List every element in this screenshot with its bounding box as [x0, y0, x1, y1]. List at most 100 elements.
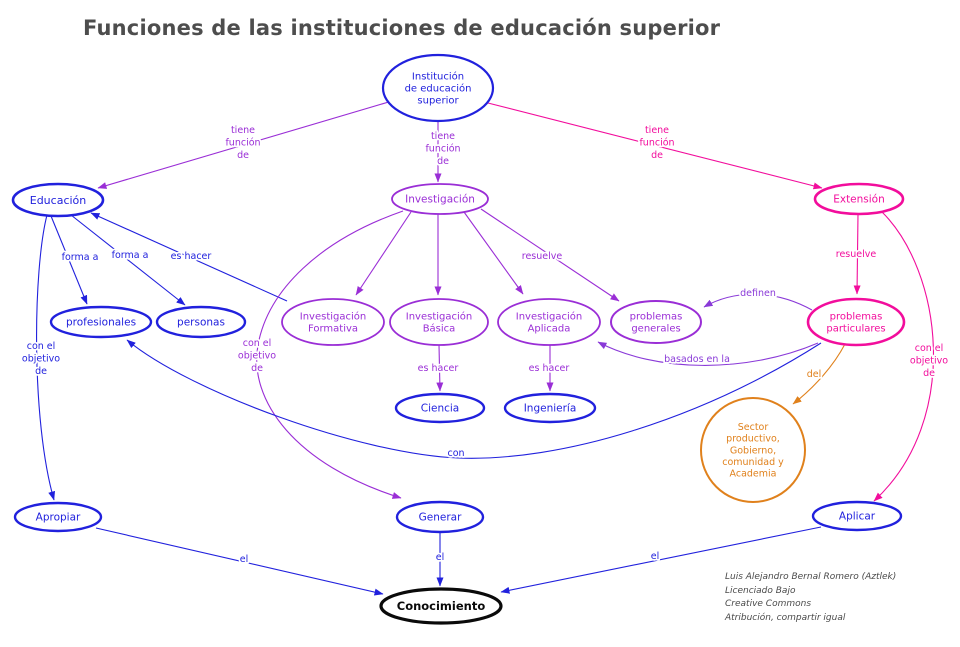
node-label-extension: Extensión	[833, 194, 885, 206]
edge-educacion-profesionales	[50, 215, 88, 305]
node-shape-apropiar	[13, 501, 103, 533]
node-label-aplicar: Aplicar	[839, 511, 876, 523]
edge-label-prob-particulares-sector: del	[807, 369, 822, 380]
node-label-generar: Generar	[419, 512, 462, 524]
node-shape-inv-basica	[389, 298, 489, 346]
node-shape-conocimiento	[379, 587, 503, 625]
node-shape-sector	[700, 397, 806, 503]
edge-prob-particulares-inv-aplicada	[597, 341, 819, 366]
edge-inv-formativa-educacion	[90, 212, 288, 302]
node-label-apropiar: Apropiar	[36, 512, 81, 524]
node-label-conocimiento: Conocimiento	[397, 599, 486, 613]
edge-aplicar-conocimiento	[500, 526, 822, 594]
node-personas: personas	[155, 305, 247, 339]
node-extension: Extensión	[813, 182, 905, 216]
node-ciencia: Ciencia	[394, 392, 486, 424]
edge-label-investigacion-prob-generales: resuelve	[522, 251, 563, 262]
credits-line: Atribución, compartir igual	[725, 612, 846, 623]
edge-prob-particulares-sector	[792, 343, 846, 405]
node-label-ciencia: Ciencia	[421, 403, 460, 415]
edge-investigacion-generar	[256, 210, 404, 499]
edge-label-inv-aplicada-ingenieria: es hacer	[529, 363, 570, 374]
node-investigacion: Investigación	[391, 183, 489, 215]
edge-prob-particulares-prob-generales	[703, 293, 813, 311]
edge-educacion-apropiar	[36, 214, 56, 501]
edge-label-inv-formativa-educacion: es hacer	[171, 251, 212, 262]
edge-extension-aplicar	[873, 210, 935, 502]
edge-label-inv-basica-ciencia: es hacer	[418, 363, 459, 374]
credits-line: Licenciado Bajo	[725, 585, 796, 596]
edge-label-aplicar-conocimiento: el	[651, 551, 659, 562]
node-shape-inv-aplicada	[497, 298, 601, 346]
edge-investigacion-inv-formativa	[355, 211, 412, 296]
edge-label-prob-particulares-inv-aplicada: basados en la	[664, 354, 730, 365]
node-educacion: Educación	[11, 182, 105, 218]
node-shape-personas	[155, 305, 247, 339]
node-conocimiento: Conocimiento	[379, 587, 503, 625]
node-apropiar: Apropiar	[13, 501, 103, 533]
node-shape-prob-generales	[610, 300, 702, 344]
edge-extension-prob-particulares	[853, 213, 861, 295]
node-shape-institucion	[381, 53, 495, 123]
edge-prob-particulares-profesionales	[126, 339, 822, 459]
node-label-educacion: Educación	[30, 194, 87, 207]
node-shape-educacion	[11, 182, 105, 218]
node-shape-inv-formativa	[281, 298, 385, 346]
node-generar: Generar	[395, 500, 485, 534]
edge-label-apropiar-conocimiento: el	[240, 554, 248, 565]
credits: Luis Alejandro Bernal Romero (Aztlek) Li…	[725, 571, 896, 625]
edge-investigacion-prob-generales	[480, 208, 620, 302]
node-shape-extension	[813, 182, 905, 216]
credits-line: Creative Commons	[725, 599, 812, 609]
diagram-title: Funciones de las instituciones de educac…	[83, 16, 721, 40]
node-ingenieria: Ingeniería	[503, 392, 597, 424]
edge-inv-basica-ciencia	[436, 344, 444, 392]
edge-educacion-personas	[70, 214, 186, 306]
node-profesionales: profesionales	[49, 305, 153, 339]
edge-label-educacion-personas: forma a	[112, 250, 149, 261]
node-label-personas: personas	[177, 317, 225, 329]
edge-label-educacion-profesionales: forma a	[62, 252, 99, 263]
edge-investigacion-inv-aplicada	[463, 211, 524, 295]
node-shape-aplicar	[811, 500, 903, 532]
node-shape-investigacion	[391, 183, 489, 215]
node-label-investigacion: Investigación	[405, 194, 475, 206]
edge-apropiar-conocimiento	[95, 527, 384, 596]
node-shape-generar	[395, 500, 485, 534]
edge-label-extension-prob-particulares: resuelve	[836, 249, 877, 260]
node-shape-ingenieria	[503, 392, 597, 424]
node-label-ingenieria: Ingeniería	[524, 403, 577, 415]
edge-institucion-extension	[483, 101, 823, 190]
node-aplicar: Aplicar	[811, 500, 903, 532]
node-shape-profesionales	[49, 305, 153, 339]
edge-institucion-educacion	[97, 100, 393, 189]
node-shape-ciencia	[394, 392, 486, 424]
credits-line: Luis Alejandro Bernal Romero (Aztlek)	[725, 572, 897, 582]
edge-label-generar-conocimiento: el	[436, 552, 444, 563]
node-shape-prob-particulares	[806, 297, 906, 347]
node-label-profesionales: profesionales	[66, 317, 136, 329]
edge-label-prob-particulares-prob-generales: definen	[740, 288, 776, 299]
